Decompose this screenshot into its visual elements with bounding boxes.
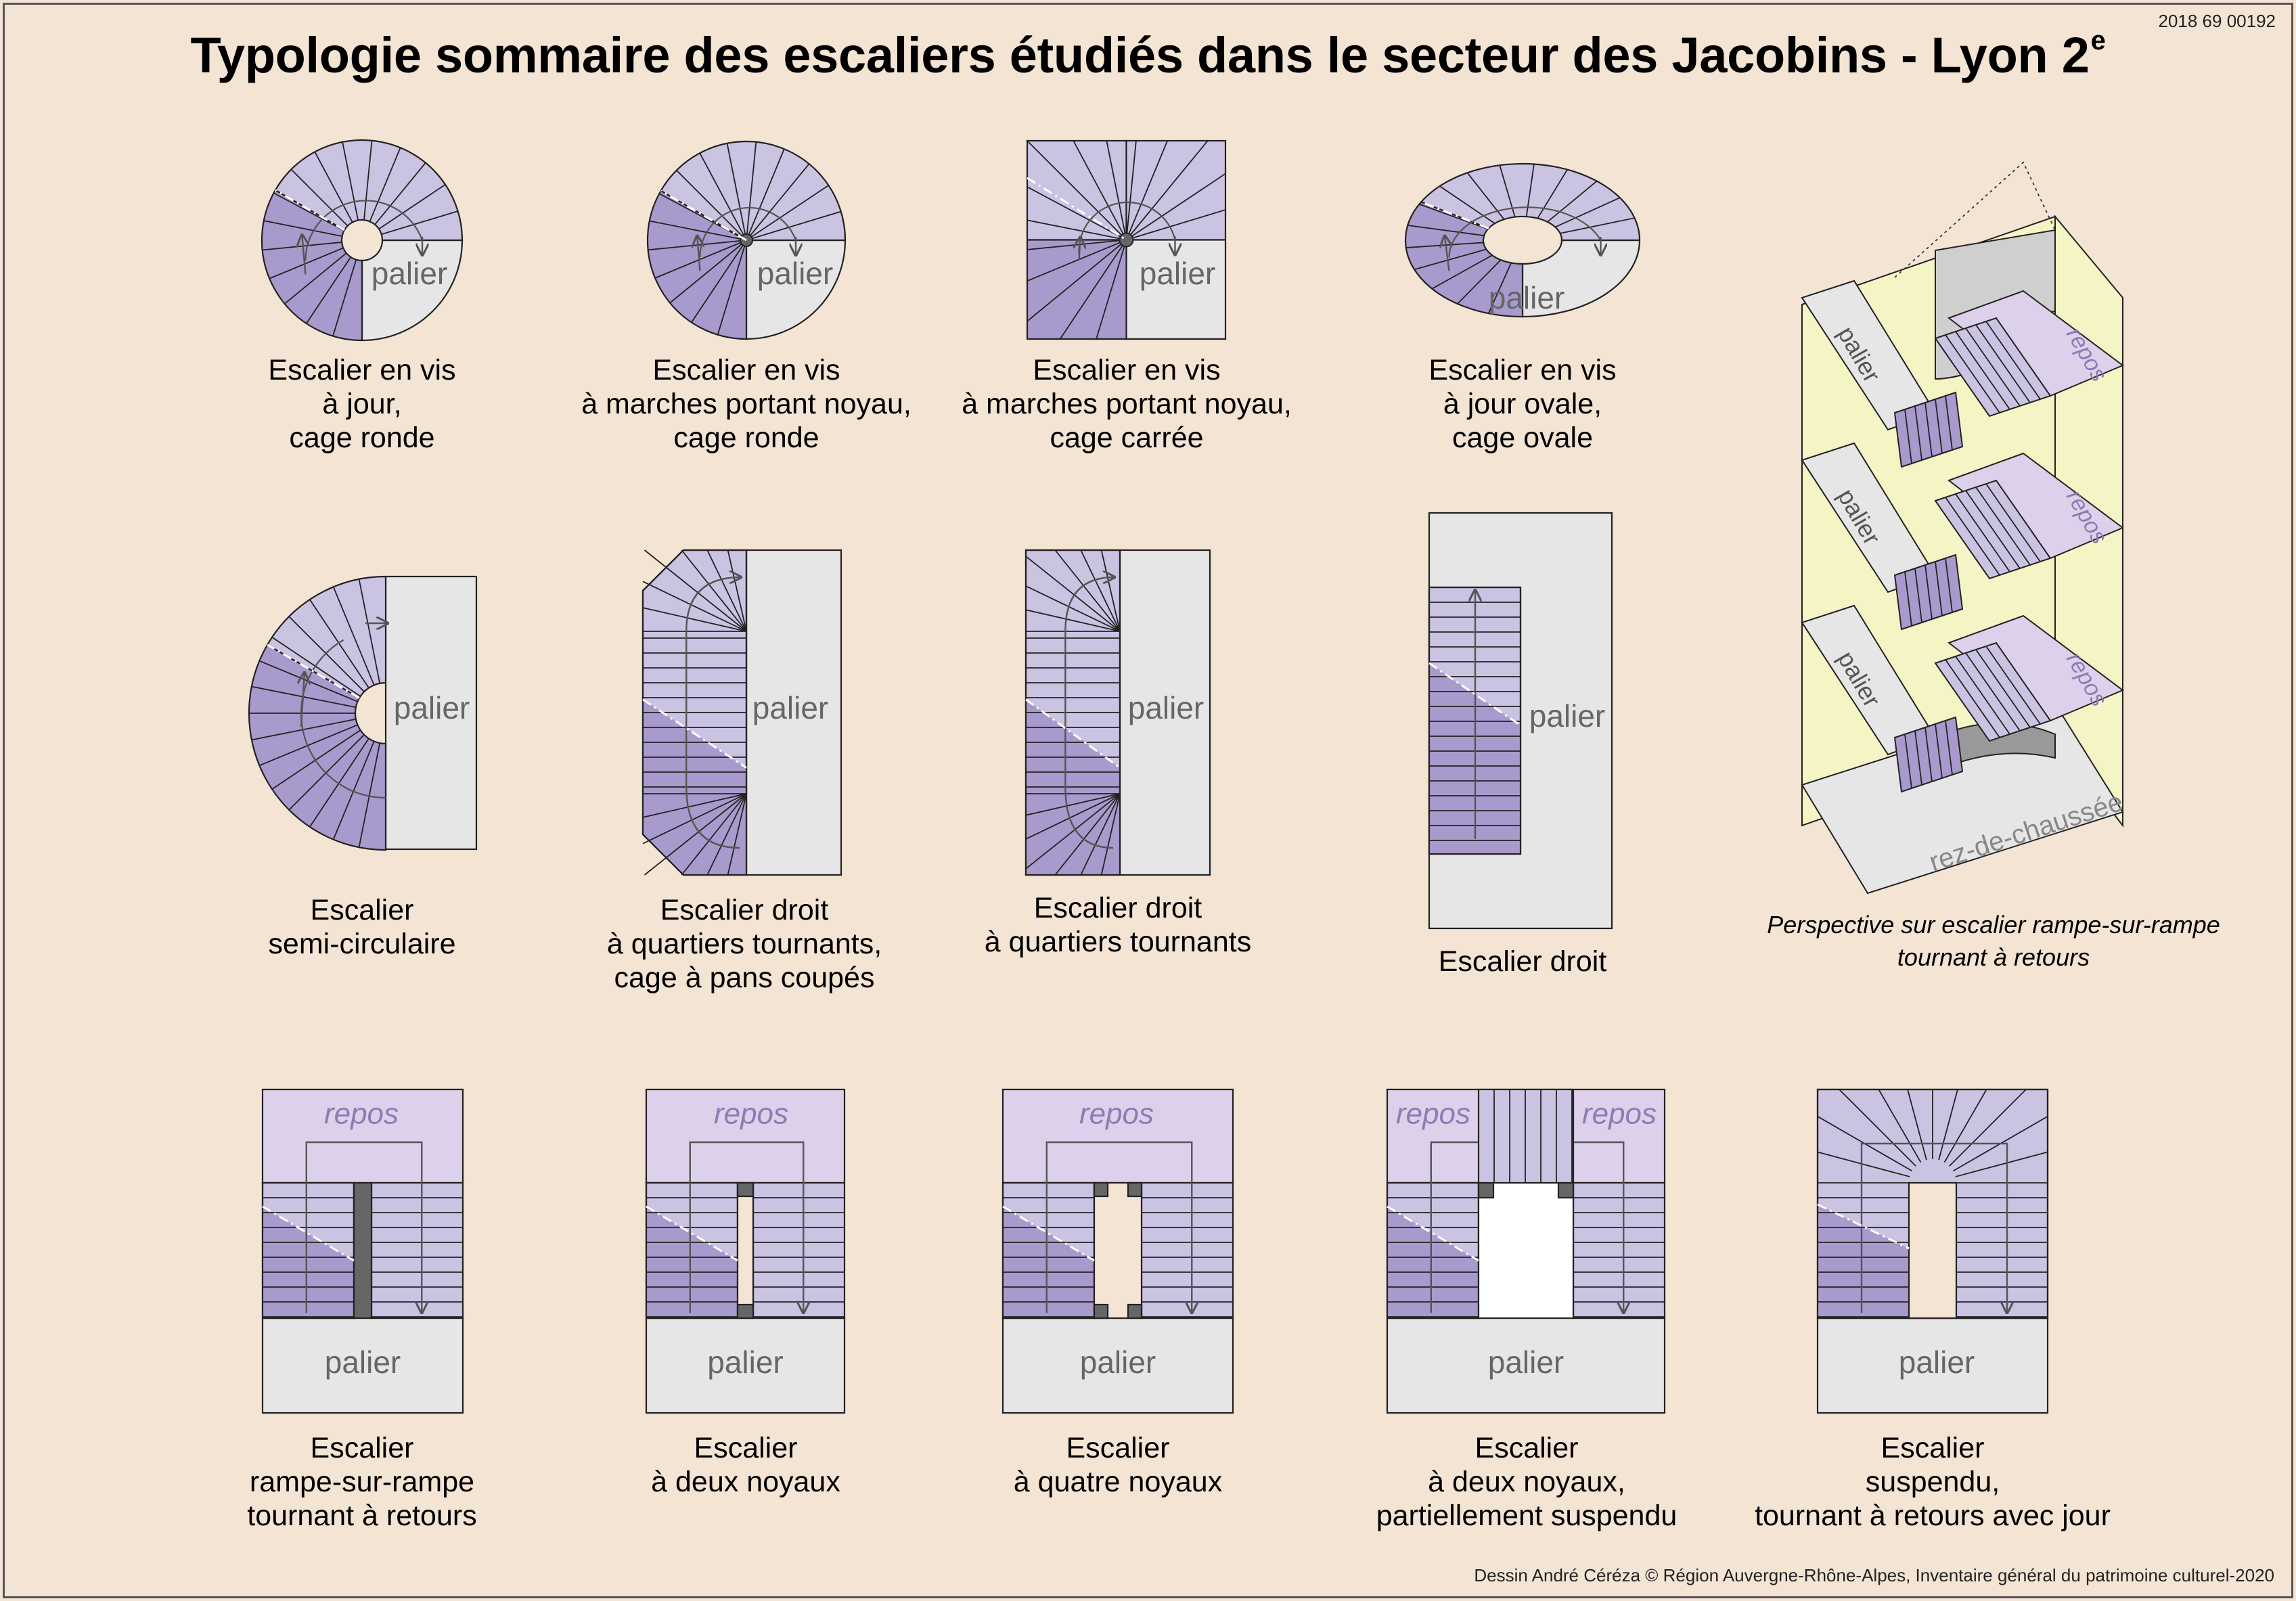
label-palier-4: palier bbox=[1489, 280, 1565, 315]
plan-two-newels bbox=[645, 1088, 846, 1414]
plan-straight bbox=[1428, 512, 1613, 930]
plan-spiral-newel-round bbox=[646, 140, 847, 340]
plan-spiral-newel-square bbox=[1026, 139, 1227, 340]
plan-straight-quarter-turn bbox=[1025, 549, 1211, 876]
label-palier-11: palier bbox=[707, 1345, 784, 1380]
plan-two-newels-partly-suspended bbox=[1386, 1088, 1666, 1414]
label-palier-3: palier bbox=[1140, 256, 1216, 291]
plan-spiral-oval bbox=[1404, 162, 1641, 318]
plan-straight-quarter-turn-chamfered bbox=[641, 549, 842, 876]
plan-suspended-open-well bbox=[1816, 1088, 2049, 1414]
plan-spiral-open-round bbox=[261, 139, 464, 342]
label-palier-13: palier bbox=[1488, 1345, 1565, 1380]
label-palier-2: palier bbox=[757, 256, 834, 291]
plan-semicircular bbox=[248, 575, 478, 851]
plan-four-newels bbox=[1001, 1088, 1234, 1414]
label-palier-10: palier bbox=[325, 1345, 401, 1380]
caption-8: Escalier droit bbox=[1438, 945, 1607, 978]
plan-dog-leg bbox=[261, 1088, 464, 1414]
caption-perspective: Perspective sur escalier rampe-sur-rampe… bbox=[1767, 911, 2220, 971]
label-palier-6: palier bbox=[752, 690, 829, 725]
label-repos-10: repos bbox=[324, 1098, 399, 1131]
label-palier-8: palier bbox=[1529, 698, 1606, 734]
label-repos-11: repos bbox=[714, 1098, 788, 1131]
page-frame bbox=[3, 3, 2293, 1598]
credit-line: Dessin André Céréza © Région Auvergne-Rh… bbox=[1474, 1565, 2274, 1585]
label-repos-13b: repos bbox=[1582, 1098, 1657, 1131]
label-palier-7: palier bbox=[1128, 690, 1205, 725]
label-palier-1: palier bbox=[372, 256, 448, 291]
label-palier-5: palier bbox=[394, 690, 470, 725]
page-title: Typologie sommaire des escaliers étudiés… bbox=[190, 26, 2106, 83]
perspective-drawing bbox=[1801, 161, 2124, 895]
label-palier-12: palier bbox=[1080, 1345, 1156, 1380]
reference-number: 2018 69 00192 bbox=[2158, 11, 2276, 31]
label-palier-14: palier bbox=[1899, 1345, 1975, 1380]
label-repos-13a: repos bbox=[1396, 1098, 1470, 1131]
label-repos-12: repos bbox=[1079, 1098, 1154, 1131]
